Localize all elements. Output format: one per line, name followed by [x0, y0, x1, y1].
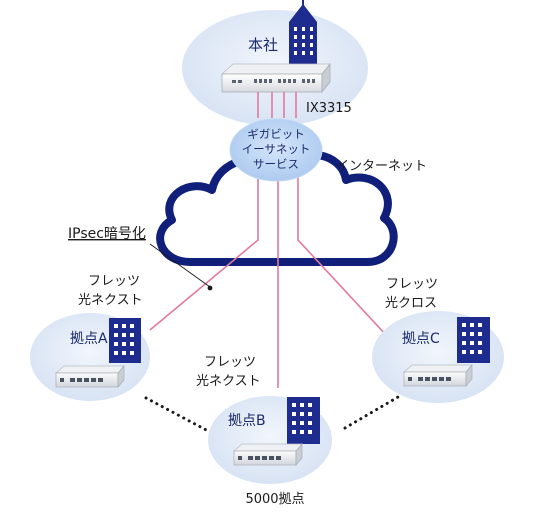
site-b-building-icon — [287, 397, 320, 444]
gigabit-service-ellipse — [229, 118, 323, 182]
link-c-label-line2: 光クロス — [385, 296, 437, 311]
gigabit-label-line3: サービス — [253, 157, 299, 171]
site-c-router-icon — [403, 364, 473, 387]
site-b-label: 拠点B — [228, 413, 266, 429]
site-a-label: 拠点A — [70, 331, 108, 347]
hq-label: 本社 — [248, 36, 278, 54]
site-a-router-icon — [55, 365, 125, 388]
gigabit-label-line1: ギガビット — [247, 127, 305, 141]
site-count-label: 5000拠点 — [245, 492, 304, 507]
link-lines — [149, 92, 387, 388]
gigabit-label-line2: イーサネット — [242, 142, 311, 156]
ipsec-label: IPsec暗号化 — [68, 226, 146, 242]
ix3315-label: IX3315 — [306, 101, 352, 116]
link-a-label-line1: フレッツ — [88, 274, 140, 289]
link-b-label-line2: 光ネクスト — [196, 374, 261, 389]
site-c-label: 拠点C — [402, 331, 440, 347]
site-b-router-icon — [233, 443, 303, 466]
site-a-building-icon — [109, 318, 141, 363]
site-dotted-links — [144, 395, 400, 434]
ipsec-pointer-line — [149, 243, 211, 288]
ipsec-pointer-dot — [207, 285, 213, 291]
link-a-label-line2: 光ネクスト — [78, 293, 143, 308]
ix3315-router-icon — [220, 62, 331, 94]
internet-label: インターネット — [336, 159, 427, 174]
site-c-building-icon — [457, 317, 490, 363]
link-b-label-line1: フレッツ — [204, 355, 256, 370]
hq-building-icon — [289, 0, 317, 68]
link-c-label-line1: フレッツ — [386, 277, 438, 292]
